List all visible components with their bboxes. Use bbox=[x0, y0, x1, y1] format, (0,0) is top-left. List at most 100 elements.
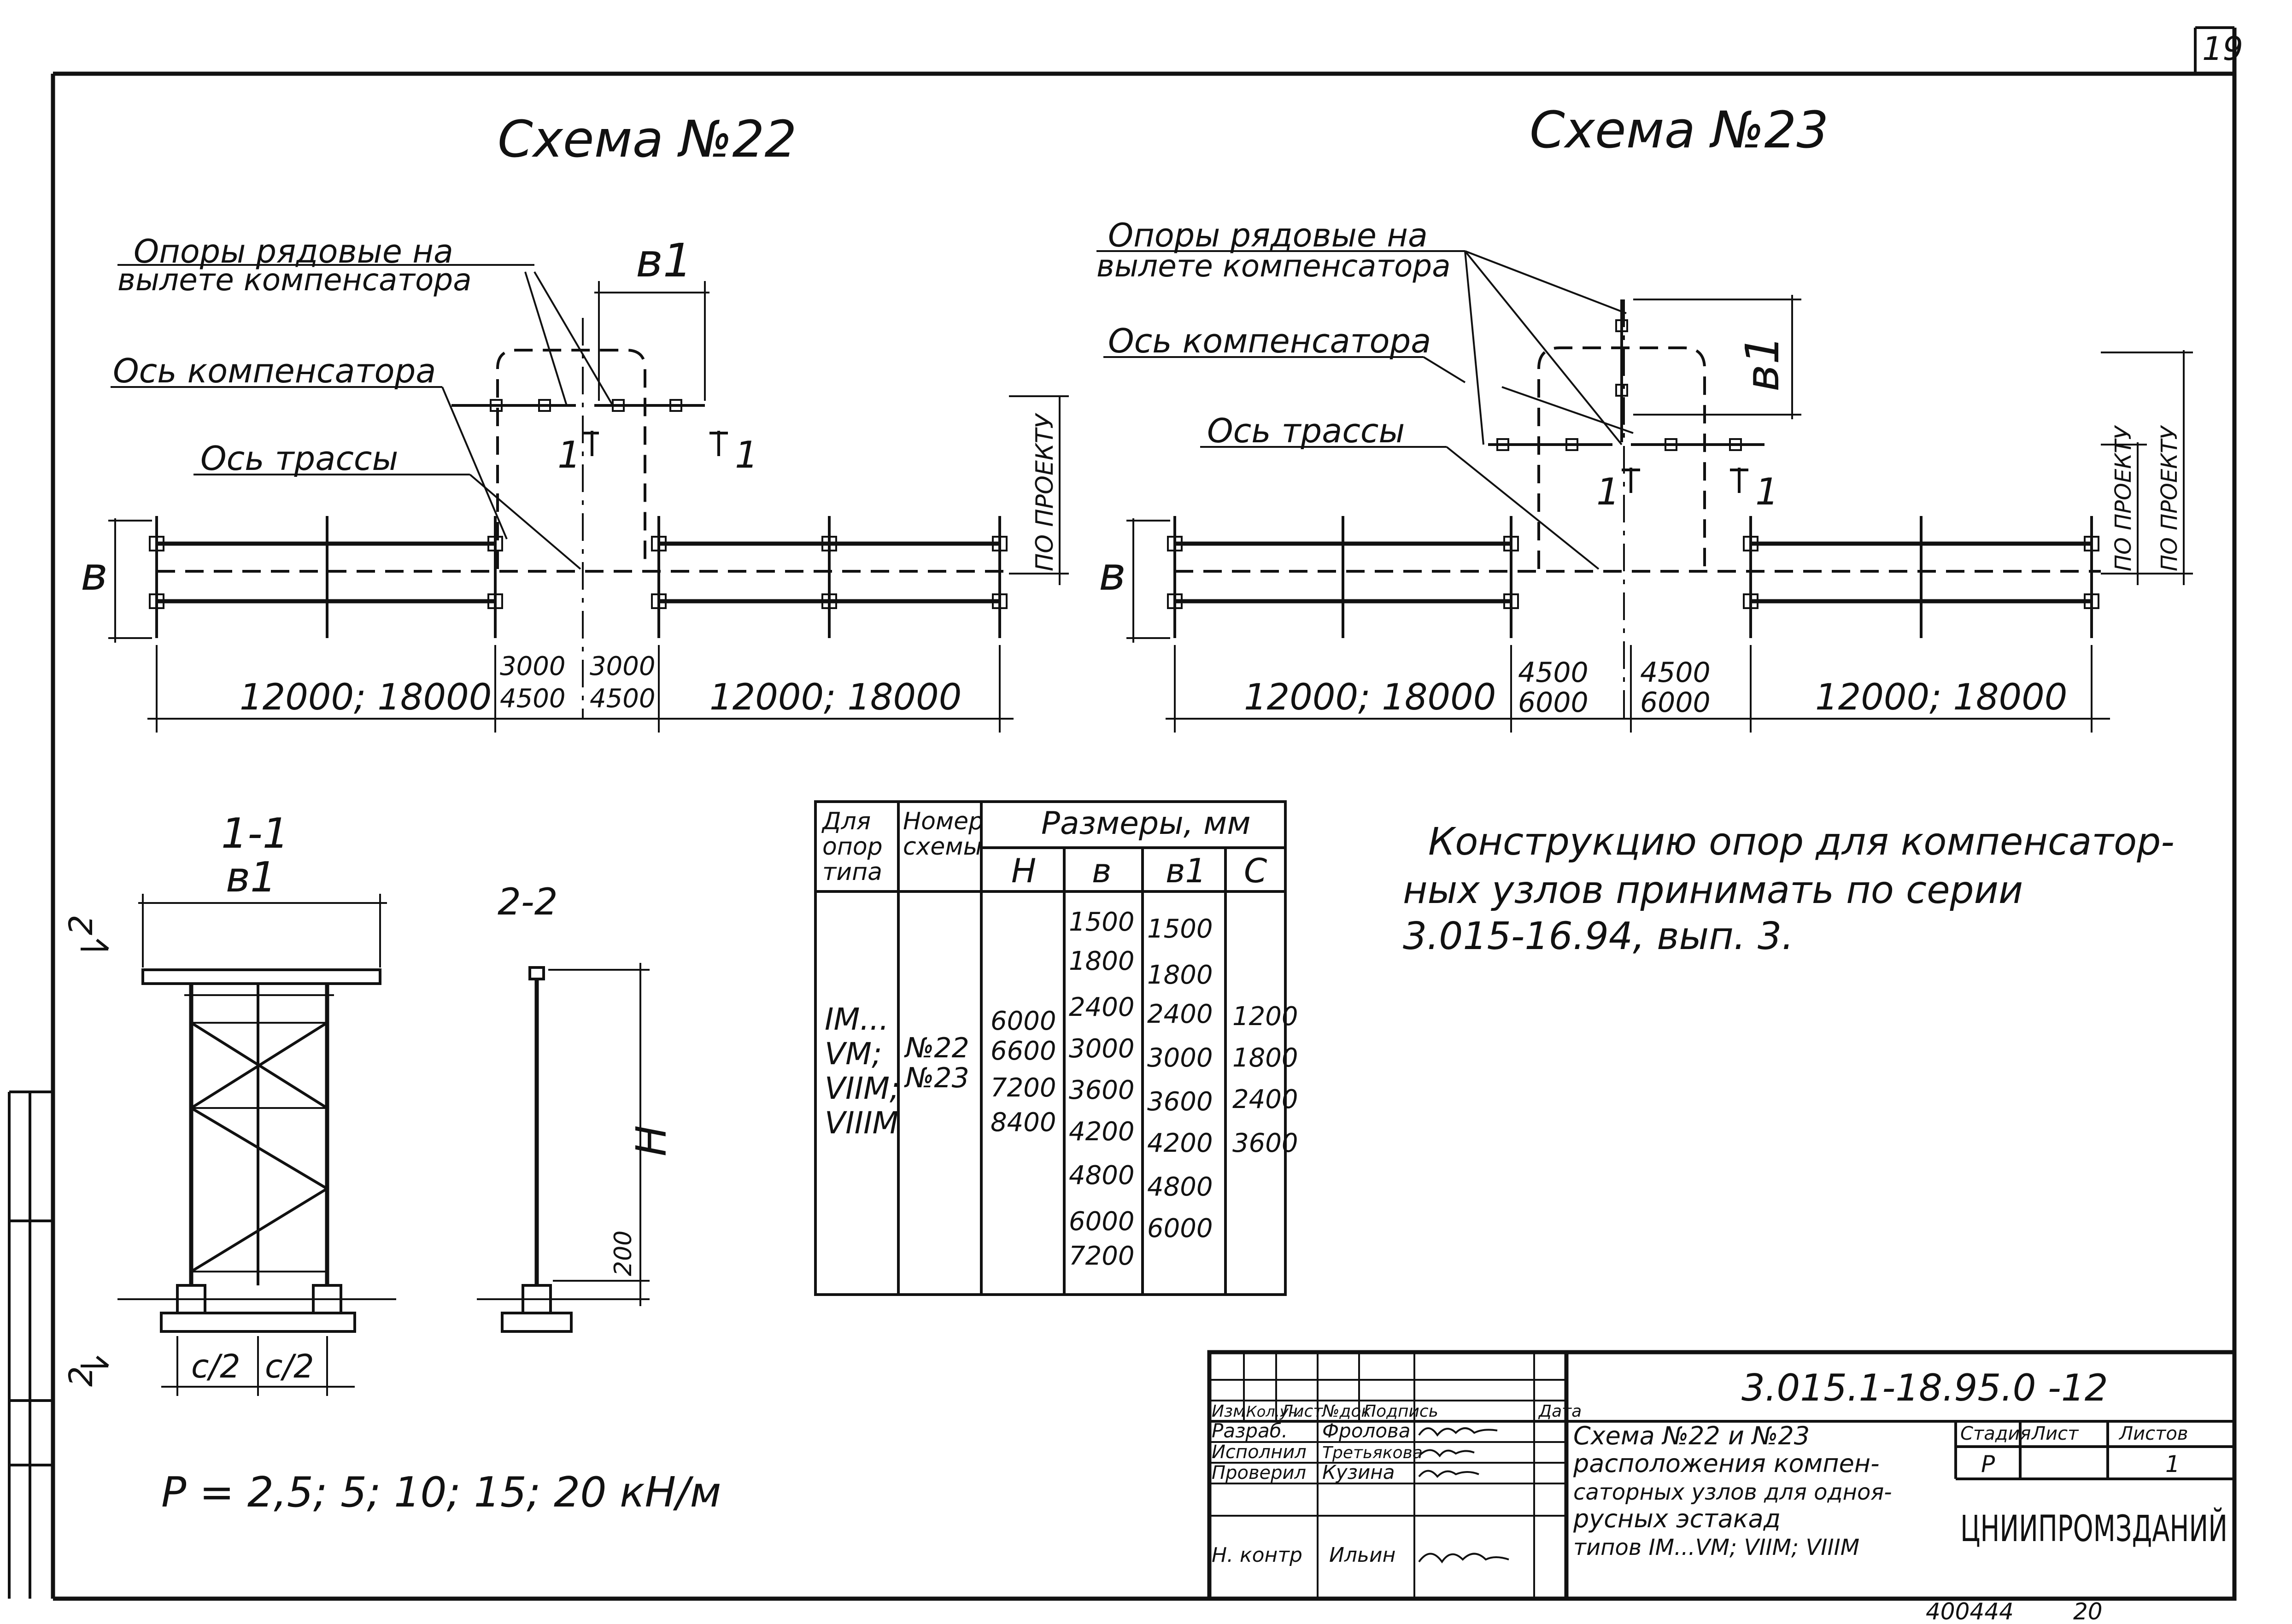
note-line-3: 3.015-16.94, вып. 3. bbox=[1403, 915, 1794, 958]
section-1-1-title: 1-1 bbox=[221, 809, 289, 858]
signature-4 bbox=[1418, 1553, 1509, 1564]
section-2-2-h-dim: H bbox=[627, 1125, 676, 1156]
tb-col-header: №док bbox=[1321, 1402, 1371, 1421]
bottom-code: 400444 bbox=[1926, 1598, 2014, 1624]
tb-stage-label: Стадия bbox=[1960, 1423, 2031, 1444]
table-col-schemes: №22 №23 bbox=[904, 1032, 969, 1094]
scheme-23-dim-mid-right-top: 4500 bbox=[1640, 657, 1711, 689]
scheme-23-supports-label-2: вылете компенсатора bbox=[1096, 248, 1451, 284]
table-b1-cell: 3600 bbox=[1147, 1087, 1213, 1117]
section-1-1-mark-top: 2 bbox=[62, 915, 100, 935]
tb-col-header: Подпись bbox=[1364, 1402, 1438, 1421]
tb-name: Кузина bbox=[1322, 1461, 1395, 1483]
scheme-22-route-axis-label: Ось трассы bbox=[200, 439, 398, 478]
table-b-cell: 4200 bbox=[1069, 1117, 1135, 1147]
table-col-types: IM... VM; VIIM; VIIIM bbox=[825, 1002, 900, 1141]
tb-role: Проверил bbox=[1212, 1462, 1306, 1483]
table-b1-cell: 3000 bbox=[1147, 1043, 1213, 1073]
note-line-2: ных узлов принимать по серии bbox=[1403, 868, 2023, 912]
table-b-cell: 1800 bbox=[1069, 946, 1135, 976]
table-header-type-3: типа bbox=[822, 858, 882, 886]
table-c-cell: 1800 bbox=[1232, 1043, 1298, 1073]
table-b1-cell: 1800 bbox=[1147, 960, 1213, 990]
table-b-cell: 7200 bbox=[1069, 1241, 1135, 1271]
scheme-23-po-proektu-2: ПО ПРОЕКТУ bbox=[2157, 425, 2182, 571]
tb-desc-line: Схема №22 и №23 bbox=[1573, 1421, 1810, 1450]
table-subheader-c: C bbox=[1244, 851, 1267, 890]
section-2-2-200-dim: 200 bbox=[610, 1231, 637, 1276]
tb-col-header: Лист bbox=[1280, 1402, 1323, 1421]
table-scheme-cell: №22 bbox=[904, 1032, 969, 1064]
scheme-23-supports-label-1: Опоры рядовые на bbox=[1108, 217, 1428, 254]
scheme-22-dim-mid-right-bot: 4500 bbox=[590, 684, 656, 714]
section-1-1-mark-bottom: 2 bbox=[62, 1366, 100, 1387]
table-h-cell: 8400 bbox=[991, 1108, 1056, 1137]
page-number: 19 bbox=[2202, 30, 2243, 68]
note-line-1: Конструкцию опор для компенсатор- bbox=[1428, 820, 2175, 864]
table-c-cell: 1200 bbox=[1232, 1002, 1298, 1032]
tb-sheet-label: Лист bbox=[2031, 1423, 2079, 1444]
table-col-b1: 1500 1800 2400 3000 3600 4200 4800 6000 bbox=[1147, 914, 1213, 1243]
table-type-cell: VM; bbox=[825, 1036, 882, 1072]
tb-role: Исполнил bbox=[1212, 1442, 1307, 1463]
table-type-cell: IM... bbox=[825, 1002, 889, 1037]
table-b-cell: 6000 bbox=[1069, 1207, 1135, 1237]
construction-note: Конструкцию опор для компенсатор- ных уз… bbox=[1403, 820, 2175, 958]
scheme-23-comp-axis-label: Ось компенсатора bbox=[1108, 322, 1431, 360]
tb-sheets-value: 1 bbox=[2165, 1451, 2180, 1477]
table-header-type-2: опор bbox=[822, 833, 883, 861]
tb-role: Разраб. bbox=[1212, 1419, 1288, 1442]
scheme-22-dim-right-span: 12000; 18000 bbox=[709, 677, 961, 718]
table-b1-cell: 4800 bbox=[1147, 1172, 1213, 1202]
table-c-cell: 2400 bbox=[1232, 1085, 1298, 1114]
scheme-23-route-axis-label: Ось трассы bbox=[1207, 411, 1405, 450]
table-h-cell: 6000 bbox=[991, 1006, 1056, 1036]
table-header-group: Размеры, мм bbox=[1041, 805, 1251, 842]
table-type-cell: VIIM; bbox=[825, 1071, 900, 1106]
signature-2 bbox=[1418, 1449, 1475, 1458]
scheme-23-title: Схема №23 bbox=[1530, 100, 1829, 159]
scheme-23-dim-mid-left-top: 4500 bbox=[1518, 657, 1589, 689]
tb-role: Н. контр bbox=[1212, 1543, 1302, 1567]
table-subheader-b: в bbox=[1092, 851, 1111, 890]
scheme-22-comp-axis-label: Ось компенсатора bbox=[113, 352, 436, 390]
tb-name: Фролова bbox=[1322, 1419, 1411, 1442]
section-1-1: 1-1 в1 2 2 c/2 c/2 bbox=[62, 809, 396, 1396]
section-1-1-c2-right: c/2 bbox=[265, 1348, 314, 1385]
section-2-2-title: 2-2 bbox=[498, 880, 558, 923]
tb-desc-line: саторных узлов для одноя- bbox=[1573, 1479, 1892, 1505]
tb-sheets-label: Листов bbox=[2118, 1423, 2188, 1444]
table-b-cell: 1500 bbox=[1069, 907, 1135, 937]
table-b-cell: 3600 bbox=[1069, 1075, 1135, 1105]
bottom-number: 20 bbox=[2073, 1598, 2103, 1624]
table-subheader-h: H bbox=[1011, 851, 1036, 890]
table-col-b: 1500 1800 2400 3000 3600 4200 4800 6000 … bbox=[1069, 907, 1135, 1271]
signature-3 bbox=[1418, 1470, 1479, 1478]
table-header-scheme-1: Номер bbox=[903, 808, 984, 835]
tb-doc-code: 3.015.1-18.95.0 -12 bbox=[1741, 1366, 2108, 1409]
tb-desc-line: расположения компен- bbox=[1573, 1449, 1880, 1478]
tb-desc-line: русных эстакад bbox=[1573, 1504, 1781, 1533]
scheme-23-section-mark-left: 1 bbox=[1596, 470, 1620, 513]
tb-col-header: Кол.уч. bbox=[1246, 1403, 1302, 1420]
scheme-22-dim-mid-right-top: 3000 bbox=[590, 651, 656, 681]
scheme-23-b1-dim: в1 bbox=[1735, 335, 1789, 392]
scheme-23-dim-mid-left-bot: 6000 bbox=[1518, 686, 1589, 719]
scheme-22-dim-mid-left-top: 3000 bbox=[500, 651, 566, 681]
scheme-22-section-mark-left: 1 bbox=[557, 434, 581, 476]
scheme-22: Схема №22 Опоры рядовые на вылете компен… bbox=[81, 110, 1069, 733]
scheme-22-dim-mid-left-bot: 4500 bbox=[500, 684, 566, 714]
table-col-h: 6000 6600 7200 8400 bbox=[991, 1006, 1056, 1137]
scheme-22-po-proektu: ПО ПРОЕКТУ bbox=[1031, 413, 1059, 571]
scheme-23: Схема №23 Опоры рядовые на вылете компен… bbox=[1096, 100, 2193, 733]
section-1-1-b1: в1 bbox=[226, 853, 276, 902]
table-header-scheme-2: схемы bbox=[903, 833, 982, 861]
scheme-22-supports-label-2: вылете компенсатора bbox=[117, 262, 472, 298]
scheme-23-dim-left-span: 12000; 18000 bbox=[1244, 677, 1496, 718]
tb-name: Ильин bbox=[1329, 1543, 1395, 1567]
scheme-22-section-mark-right: 1 bbox=[735, 434, 758, 476]
scheme-23-po-proektu-1: ПО ПРОЕКТУ bbox=[2110, 425, 2136, 571]
table-h-cell: 6600 bbox=[991, 1036, 1056, 1066]
scheme-22-dim-left-span: 12000; 18000 bbox=[240, 677, 492, 718]
